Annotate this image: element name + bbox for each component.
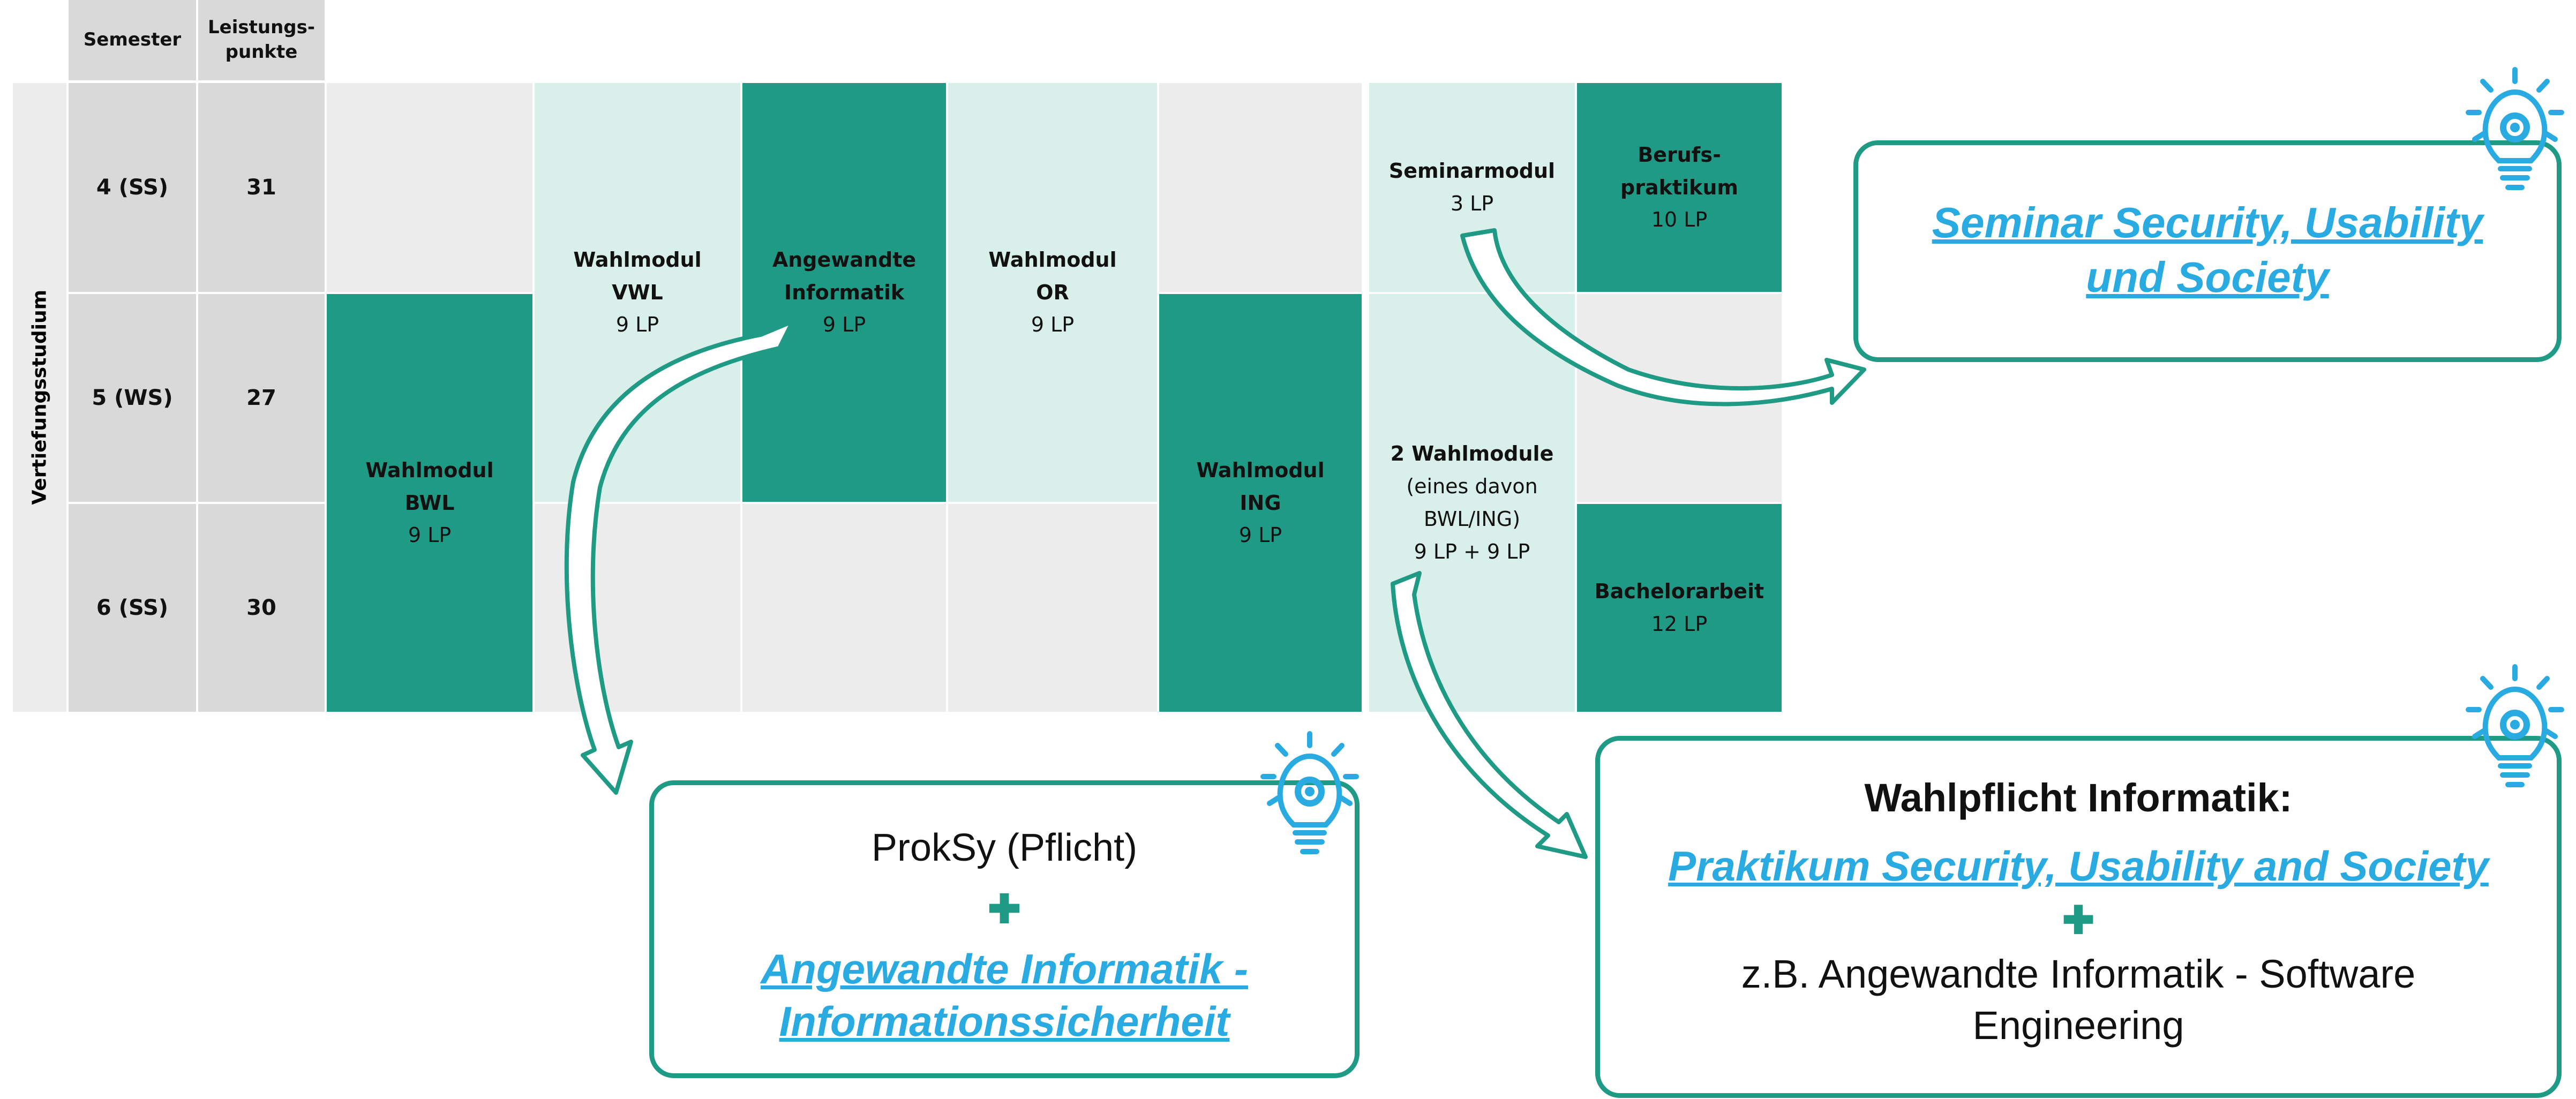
lp-4: 31 [198, 83, 325, 292]
lightbulb-gear-icon [2466, 67, 2564, 190]
module-vwl: Wahlmodul VWL 9 LP [535, 83, 740, 502]
module-bwl: Wahlmodul BWL 9 LP [327, 294, 532, 712]
semester-5: 5 (WS) [69, 294, 196, 502]
praktikum-link[interactable]: Praktikum Security, Usability and Societ… [1668, 842, 2489, 890]
plus-icon: ✚ [987, 887, 1021, 931]
plus-icon: ✚ [2062, 899, 2095, 942]
lp-5: 27 [198, 294, 325, 502]
side-label-cell [13, 83, 66, 712]
empty-cell [535, 504, 740, 712]
proksy-link[interactable]: Angewandte Informatik - Informationssich… [760, 945, 1249, 1045]
lightbulb-gear-icon [1260, 731, 1359, 854]
semester-6: 6 (SS) [69, 504, 196, 712]
empty-cell [1159, 83, 1362, 292]
header-leistungspunkte: Leistungs- punkte [198, 0, 325, 80]
semester-4: 4 (SS) [69, 83, 196, 292]
module-bachelorarbeit: Bachelorarbeit 12 LP [1577, 504, 1782, 712]
seminar-link[interactable]: Seminar Security, Usability und Society [1932, 199, 2483, 301]
callout-seminar: Seminar Security, Usability und Society [1853, 140, 2562, 362]
header-semester: Semester [69, 0, 196, 80]
module-or: Wahlmodul OR 9 LP [948, 83, 1157, 502]
callout-proksy: ProkSy (Pflicht) ✚ Angewandte Informatik… [649, 780, 1360, 1078]
empty-cell [742, 504, 946, 712]
empty-cell [948, 504, 1157, 712]
module-ing: Wahlmodul ING 9 LP [1159, 294, 1362, 712]
empty-cell [1577, 294, 1782, 502]
empty-cell [327, 83, 532, 292]
module-angewandte-informatik: Angewandte Informatik 9 LP [742, 83, 946, 502]
module-berufspraktikum: Berufs- praktikum 10 LP [1577, 83, 1782, 292]
callout-wahlpflicht: Wahlpflicht Informatik: Praktikum Securi… [1595, 736, 2562, 1098]
lp-6: 30 [198, 504, 325, 712]
side-label: Vertiefungsstudium [28, 289, 51, 505]
module-2-wahlmodule: 2 Wahlmodule (eines davon BWL/ING) 9 LP … [1369, 294, 1575, 712]
module-seminar: Seminarmodul 3 LP [1369, 83, 1575, 292]
lightbulb-gear-icon [2466, 664, 2564, 787]
